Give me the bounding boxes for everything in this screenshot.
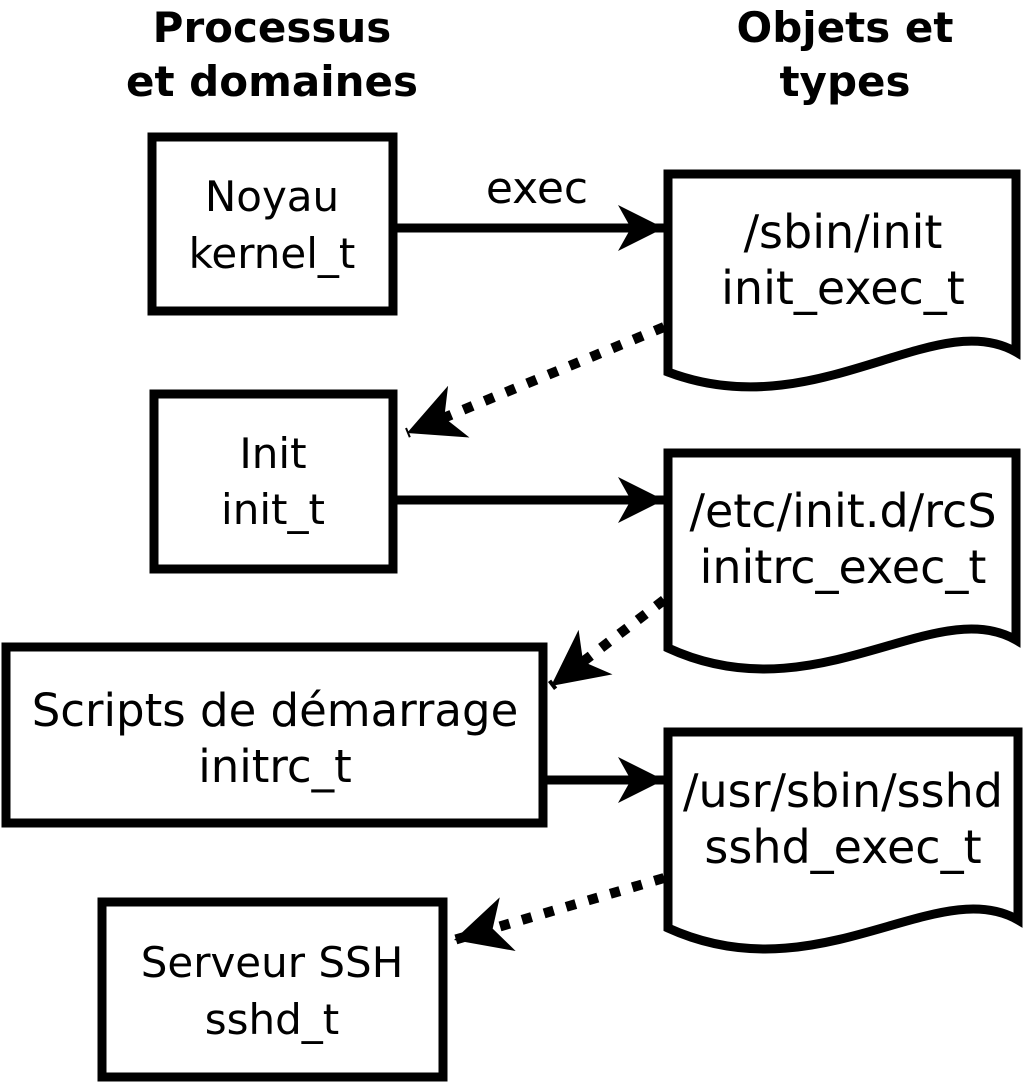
- process-box-init: Init init_t: [149, 389, 398, 574]
- process-box-sshd-type: sshd_t: [205, 995, 340, 1044]
- process-box-init-shape: [149, 389, 398, 574]
- process-box-sshd-name: Serveur SSH: [141, 938, 404, 987]
- document-init-exec-type: init_exec_t: [721, 261, 965, 315]
- arrow-transition-sshdexec-to-sshd: [452, 873, 666, 951]
- document-initrc-exec-type: initrc_exec_t: [700, 540, 987, 594]
- process-box-initrc-name: Scripts de démarrage: [32, 684, 519, 737]
- column-header-objects-line1: Objets et: [737, 3, 954, 52]
- process-box-initrc-shape: [1, 642, 548, 828]
- process-box-init-type: init_t: [221, 485, 325, 534]
- document-initrc-exec-shape: [663, 448, 1021, 674]
- process-box-sshd-shape: [97, 897, 448, 1082]
- process-box-kernel-name: Noyau: [205, 172, 339, 221]
- arrow-transition-initexec-to-init: [405, 322, 666, 438]
- column-header-objects-line2: types: [779, 57, 910, 106]
- process-box-kernel-type: kernel_t: [189, 229, 356, 278]
- edge-label-exec: exec: [486, 163, 588, 214]
- process-box-sshd: Serveur SSH sshd_t: [97, 897, 448, 1082]
- process-box-kernel-shape: [147, 132, 398, 316]
- document-init-exec-shape: [663, 169, 1021, 392]
- process-box-init-name: Init: [239, 429, 306, 478]
- document-sshd-exec-path: /usr/sbin/sshd: [683, 764, 1003, 818]
- document-sshd-exec-shape: [663, 727, 1023, 954]
- document-init-exec-path: /sbin/init: [744, 205, 943, 259]
- process-box-initrc-type: initrc_t: [198, 740, 352, 793]
- document-initrc-exec-path: /etc/init.d/rcS: [689, 484, 996, 538]
- document-initrc-exec: /etc/init.d/rcS initrc_exec_t: [663, 448, 1021, 674]
- process-box-kernel: Noyau kernel_t: [147, 132, 398, 316]
- document-sshd-exec: /usr/sbin/sshd sshd_exec_t: [663, 727, 1023, 954]
- document-sshd-exec-type: sshd_exec_t: [704, 820, 981, 874]
- arrow-transition-initrcexec-to-initrc: [547, 596, 668, 690]
- process-box-initrc: Scripts de démarrage initrc_t: [1, 642, 548, 828]
- document-init-exec: /sbin/init init_exec_t: [663, 169, 1021, 392]
- column-header-processes-line1: Processus: [153, 3, 392, 52]
- column-header-processes-line2: et domaines: [126, 57, 418, 106]
